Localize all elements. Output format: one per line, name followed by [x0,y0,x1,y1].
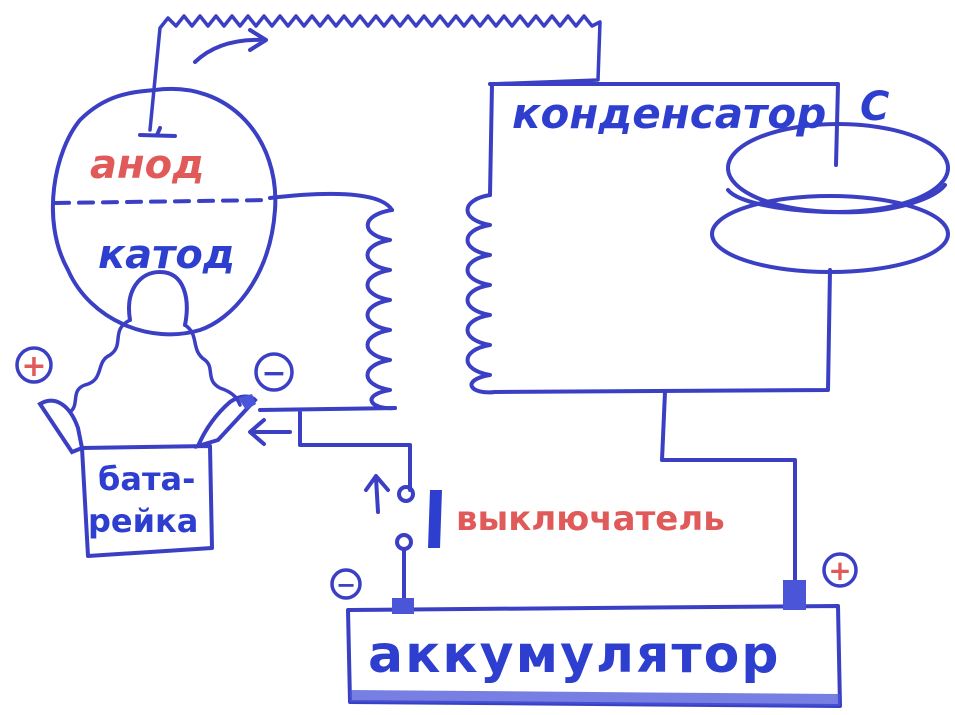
accumulator-terminal-minus [392,598,414,614]
cathode-label: катод [98,232,235,278]
switch-contact-bottom [395,533,413,551]
battery-plus-circle [15,346,53,384]
secondary-bottom-wire [493,268,832,394]
battery-plus-sign: + [21,349,46,384]
accumulator-plus-sign: + [828,554,851,587]
capacitor-top-wire [488,82,840,167]
top-zigzag-wire [148,14,602,132]
tube-divider-dashed [53,198,272,205]
current-arrow-top [193,28,268,64]
battery-terminal-left [37,398,85,455]
cathode-filament [127,270,189,327]
battery-minus-sign: − [261,356,286,391]
accumulator-plus-wire [660,390,797,584]
capacitor-plate-bottom [710,194,950,274]
accumulator-plus-circle [822,552,858,588]
accumulator-shading-bottom [350,690,840,706]
anode-label: анод [90,142,204,188]
battery-minus-circle [254,352,294,392]
switch-contact-top [397,485,415,503]
capacitor-symbol-label: С [860,84,889,130]
battery-label-line2: рейка [88,502,198,540]
accumulator-label: аккумулятор [368,625,781,685]
capacitor-plate-top-back [726,183,947,215]
capacitor-label: конденсатор [512,89,826,138]
primary-coil-return-wire [258,406,412,492]
primary-coil [365,208,397,411]
battery-terminal-right-tip [238,394,256,410]
accumulator-minus-circle [330,568,362,600]
accumulator-terminal-plus [783,580,806,610]
anode-plate [138,126,177,138]
secondary-top-wire [488,82,494,197]
battery-body [80,444,214,558]
secondary-coil [465,193,497,395]
current-arrow-left [248,418,292,446]
filament-wire-right [183,323,242,407]
current-arrow-up [364,474,390,514]
vacuum-tube [50,86,278,337]
accumulator-minus-sign: − [336,571,356,599]
battery-label-line1: бата- [98,460,195,498]
switch-lever [428,490,442,548]
tube-to-primary-coil-wire [268,191,394,212]
switch-label: выключатель [456,499,725,539]
filament-wire-left [68,318,132,414]
